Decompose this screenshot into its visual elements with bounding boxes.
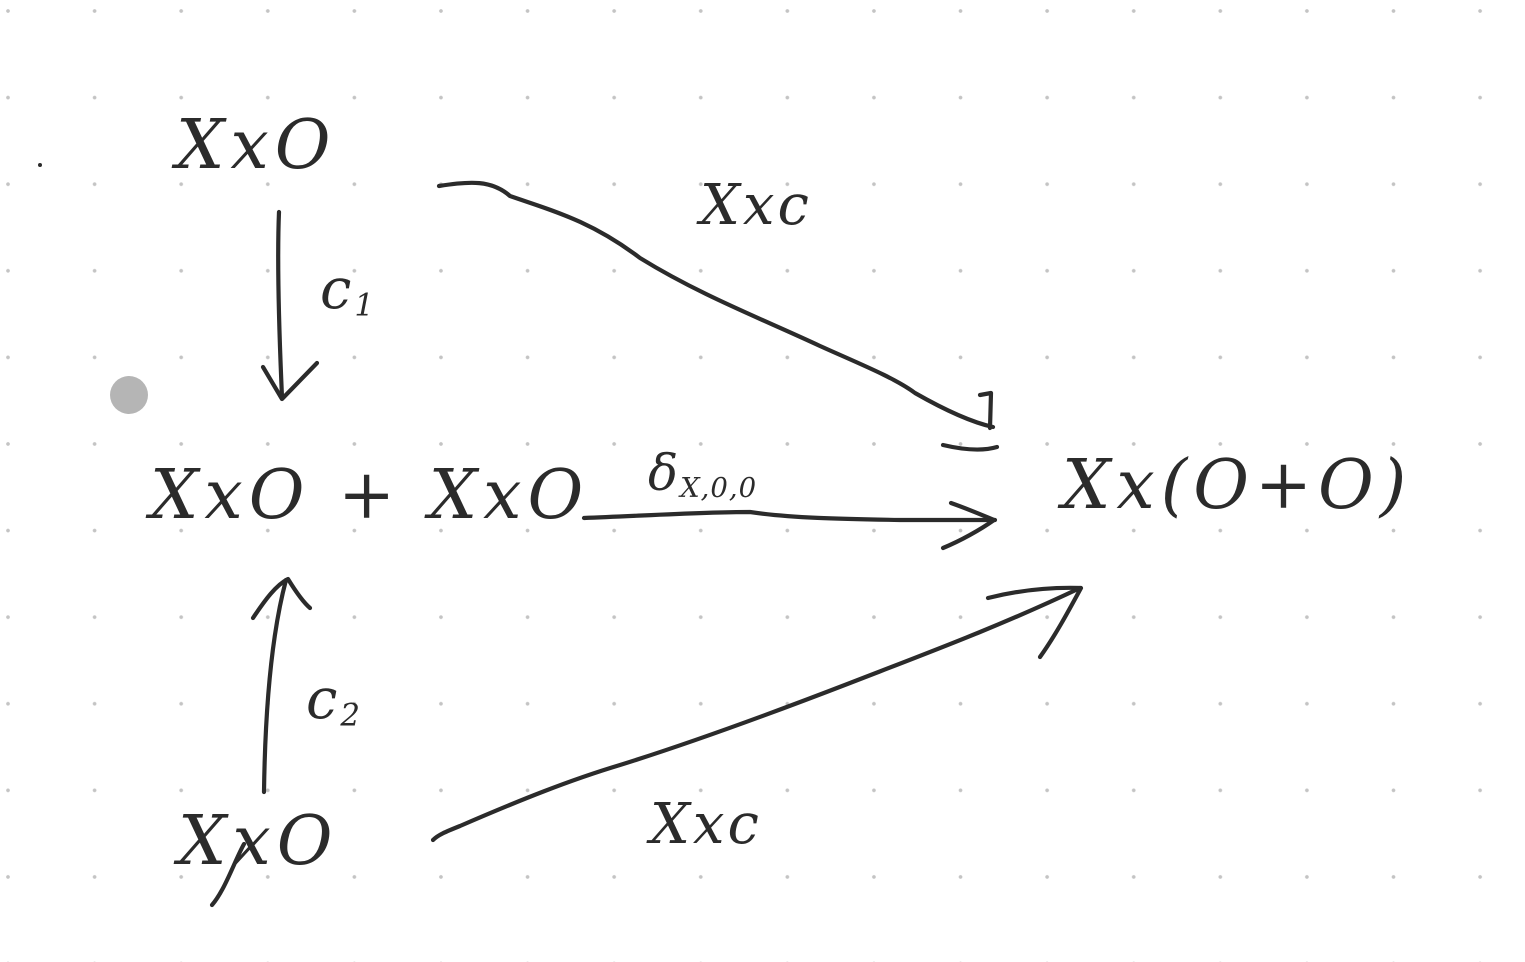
arrow-top-right-tick [940, 442, 1000, 452]
ink-speck [38, 163, 42, 167]
arrow-bottom-right-shaft [430, 585, 1083, 843]
arrow-c1-head [260, 360, 320, 402]
stray-stroke [209, 841, 247, 908]
edge-label-delta-base: δ [648, 444, 681, 502]
node-right: Xx(O+O) [1062, 446, 1413, 525]
edge-label-c2: c2 [306, 672, 361, 734]
edge-label-delta: δX,0,0 [648, 448, 757, 502]
node-top: XxO [176, 106, 337, 185]
edge-label-c1: c1 [320, 262, 375, 324]
node-middle: XxO + XxO [150, 456, 590, 535]
arrow-bottom-right-head [985, 585, 1084, 660]
edge-label-c2-base: c [306, 667, 341, 732]
arrow-top-right-shaft [436, 180, 996, 430]
arrow-c1-shaft [276, 209, 285, 400]
arrow-delta-shaft [581, 509, 998, 523]
edge-label-c1-base: c [320, 257, 355, 322]
arrow-c2-shaft [261, 577, 289, 795]
pointer-dot [110, 376, 148, 414]
arrow-delta-head [940, 500, 997, 551]
arrow-c2-head [250, 576, 313, 621]
edge-label-top-right: Xxc [700, 173, 812, 238]
edge-label-c2-sub: 2 [340, 697, 361, 734]
edge-label-c1-sub: 1 [354, 287, 375, 324]
arrow-top-right-head [977, 390, 994, 431]
node-bottom: XxO [178, 802, 339, 881]
edge-label-delta-sub: X,0,0 [680, 471, 758, 504]
edge-label-bottom-right: Xxc [650, 792, 762, 857]
